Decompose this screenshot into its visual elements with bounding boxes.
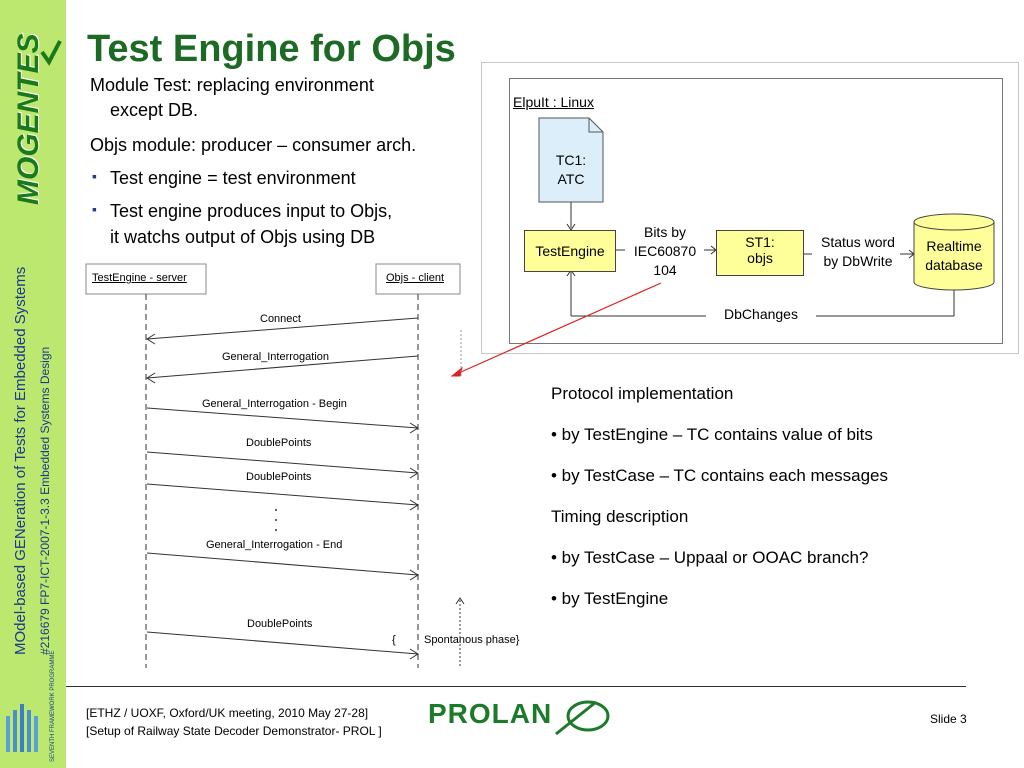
database-label-1: Realtime: [926, 238, 982, 254]
msg-dp-2: DoublePoints: [246, 471, 312, 483]
msg-dp-1: DoublePoints: [246, 437, 312, 449]
bits-label-2: IEC60870: [633, 243, 697, 259]
footer-line-1: [ETHZ / UOXF, Oxford/UK meeting, 2010 Ma…: [86, 706, 369, 720]
spontaneous-brace: {: [392, 634, 396, 646]
test-engine-box: TestEngine: [524, 230, 616, 272]
right-line-5: • by TestCase – Uppaal or OOAC branch?: [551, 548, 869, 567]
tc1-label-1: TC1:: [555, 152, 587, 168]
slide-number: Slide 3: [930, 712, 967, 726]
footer-line-2: [Setup of Railway State Decoder Demonstr…: [86, 724, 382, 738]
bits-label-1: Bits by: [643, 224, 686, 240]
frame-label: ElpuIt : Linux: [513, 94, 594, 110]
status-label-2: by DbWrite: [823, 253, 893, 269]
bullet-1: Test engine = test environment: [92, 168, 356, 189]
lifeline-right: Objs - client: [386, 272, 445, 284]
st1-label-2: objs: [747, 250, 773, 266]
st1-label-1: ST1:: [745, 234, 775, 250]
tc1-label-2: ATC: [557, 171, 585, 187]
fp7-logo-icon: [6, 704, 38, 752]
bullet-2: Test engine produces input to Objs,: [92, 201, 392, 222]
right-line-4: Timing description: [551, 507, 689, 526]
st1-box: ST1: objs: [716, 230, 804, 276]
text-line-3: Objs module: producer – consumer arch.: [90, 135, 417, 155]
msg-dp-3: DoublePoints: [247, 618, 313, 630]
dbchanges-label: DbChanges: [724, 306, 798, 322]
spontaneous-label: Spontanous phase}: [424, 634, 520, 646]
sidebar: MOGENTES MOdel-based GENeration of Tests…: [0, 0, 66, 688]
fp7-logo-area: SEVENTH FRAMEWORK PROGRAMME: [0, 651, 66, 768]
bullet-2-cont: it watchs output of Objs using DB: [110, 227, 376, 247]
msg-gi-end: General_Interrogation - End: [206, 539, 343, 551]
right-line-2: • by TestEngine – TC contains value of b…: [551, 425, 873, 444]
lifeline-left: TestEngine - server: [92, 272, 187, 284]
slide-title: Test Engine for Objs: [87, 28, 456, 70]
text-line-2: except DB.: [110, 100, 199, 120]
status-label-1: Status word: [821, 234, 895, 250]
msg-gi-begin: General_Interrogation - Begin: [202, 398, 347, 410]
msg-connect: Connect: [260, 313, 301, 325]
prolan-logo: PROLAN: [428, 698, 553, 729]
database-label-2: database: [925, 257, 983, 273]
bits-label-3: 104: [653, 262, 677, 278]
right-line-1: Protocol implementation: [551, 384, 734, 403]
text-line-1: Module Test: replacing environment: [90, 75, 374, 95]
right-line-6: • by TestEngine: [551, 589, 669, 608]
test-engine-label: TestEngine: [535, 243, 605, 259]
checkmark-icon: [40, 40, 62, 66]
msg-gi: General_Interrogation: [222, 351, 330, 363]
prolan-logo-icon: [555, 700, 610, 736]
footer-divider: [66, 686, 966, 687]
right-line-3: • by TestCase – TC contains each message…: [551, 466, 888, 485]
